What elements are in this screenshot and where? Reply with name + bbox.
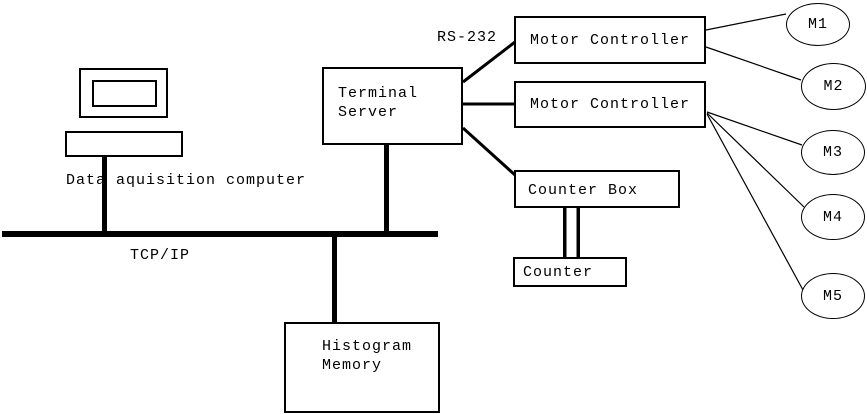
counter-box-node: Counter Box	[514, 170, 680, 208]
computer-screen-icon	[92, 80, 157, 107]
motor-controller-1-node: Motor Controller	[514, 16, 706, 64]
motor-m5-label: M5	[822, 287, 843, 305]
motor-m2-label: M2	[823, 78, 844, 95]
motor-m3-label: M3	[822, 144, 843, 161]
mc1-to-m2-line	[705, 46, 802, 81]
ts-to-motor-controller-1-line	[462, 40, 516, 84]
mc2-to-m5-line	[706, 113, 804, 291]
tcpip-label: TCP/IP	[130, 247, 191, 264]
motor-m3-node: M3	[801, 130, 865, 175]
mc2-to-m4-line	[706, 112, 805, 208]
histogram-memory-node: Histogram Memory	[284, 322, 440, 413]
motor-m2-node: M2	[801, 63, 866, 110]
counter-node: Counter	[513, 257, 627, 287]
data-acquisition-computer-label: Data aquisition computer	[66, 172, 307, 189]
motor-m5-node: M5	[801, 273, 865, 319]
ts-to-counter-box-line	[461, 126, 517, 177]
motor-m4-label: M4	[822, 208, 843, 226]
motor-m1-label: M1	[807, 16, 828, 33]
terminal-server-node: Terminal Server	[322, 67, 463, 145]
motor-m4-node: M4	[801, 194, 865, 240]
computer-keyboard-icon	[65, 131, 183, 157]
mc1-to-m1-line	[705, 13, 787, 31]
mc2-to-m3-line	[706, 111, 803, 146]
rs232-label: RS-232	[437, 29, 498, 46]
motor-m1-node: M1	[786, 3, 850, 46]
motor-controller-2-node: Motor Controller	[514, 81, 706, 128]
